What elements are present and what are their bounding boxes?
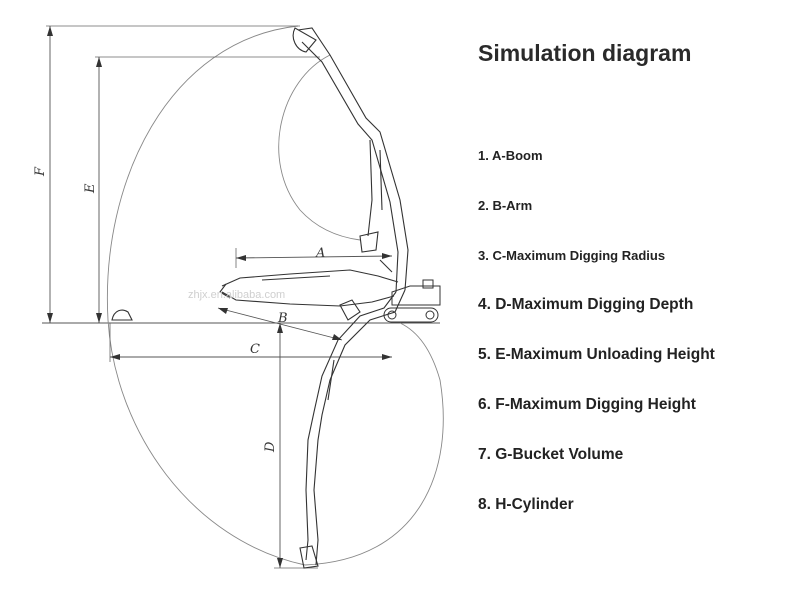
lowered-boom-arm [299,289,406,569]
page-title: Simulation diagram [478,40,692,66]
dim-label-b: B [277,311,288,326]
legend-item-max-digging-height: 6. F-Maximum Digging Height [478,396,696,413]
unloading-envelope-curve [278,54,361,241]
legend-item-max-digging-depth: 4. D-Maximum Digging Depth [478,296,694,313]
dim-label-c: C [250,342,260,357]
dim-label-a: A [315,246,325,261]
legend-item-boom: 1. A-Boom [478,148,543,163]
legend-item-max-digging-radius: 3. C-Maximum Digging Radius [478,248,666,263]
raised-boom-arm [292,27,409,293]
dimension-c: C [109,323,392,362]
dim-label-d: D [263,441,278,453]
dim-label-e: E [83,183,98,194]
excavator-base [383,279,441,323]
bucket-icon [111,309,133,321]
digging-envelope-curve [106,25,444,566]
dim-label-f: F [33,166,48,177]
legend-item-bucket-volume: 7. G-Bucket Volume [478,446,624,463]
dimension-f: F [33,25,300,323]
legend-item-arm: 2. B-Arm [478,198,533,213]
legend-item-max-unloading-height: 5. E-Maximum Unloading Height [478,346,715,363]
dimension-e: E [83,56,320,323]
dimension-a: A [235,246,393,268]
dimension-d: D [263,323,318,569]
watermark: zhjx.en.alibaba.com [188,289,285,301]
legend-panel: Simulation diagram 1. A-Boom 2. B-Arm 3.… [478,36,798,513]
simulation-diagram: F E C D A B [33,25,444,569]
legend-item-cylinder: 8. H-Cylinder [478,496,574,513]
horizontal-boom-arm [219,259,399,321]
